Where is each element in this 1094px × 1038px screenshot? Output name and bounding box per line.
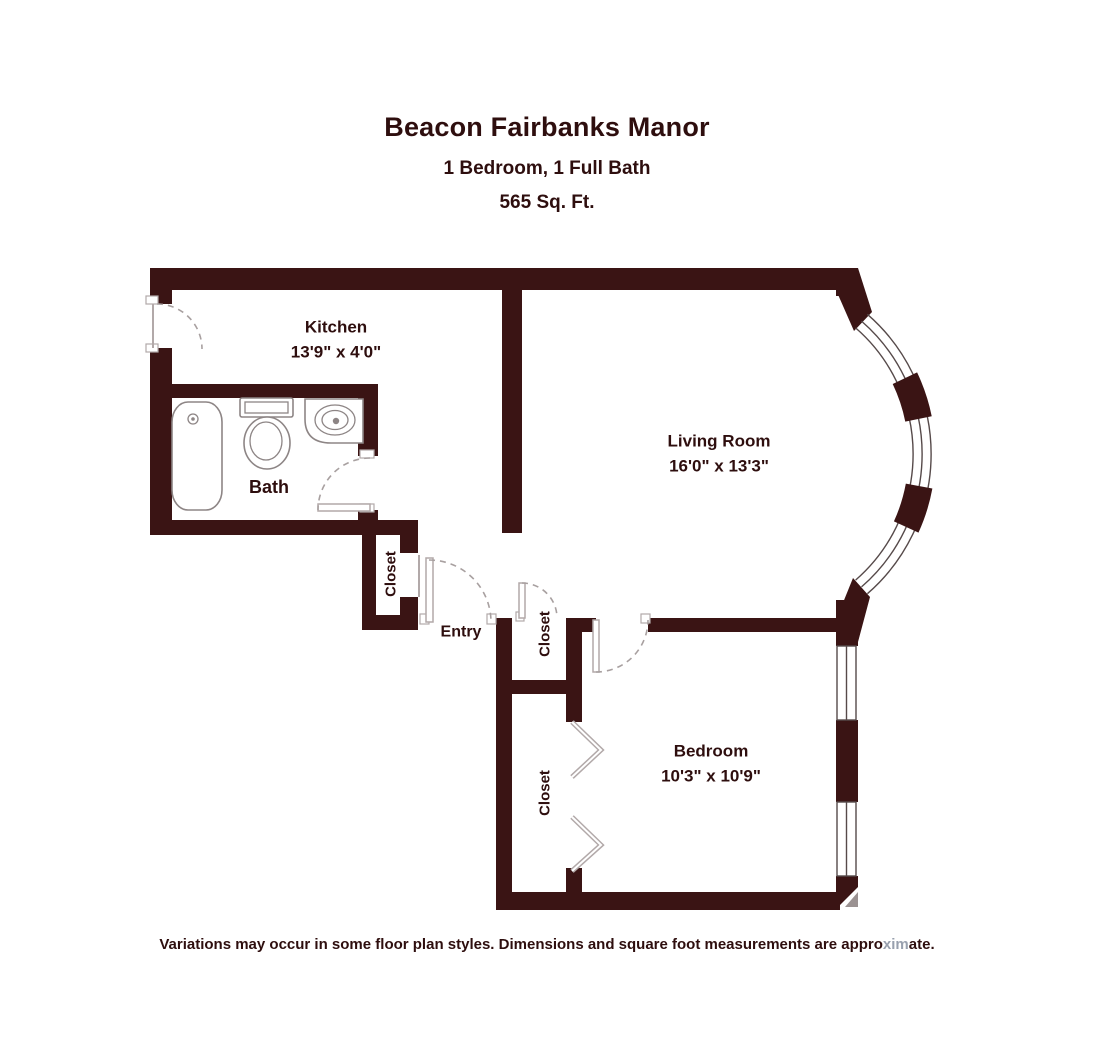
disclaimer: Variations may occur in some floor plan … [0, 936, 1094, 953]
kitchen-label: Kitchen [305, 318, 367, 337]
bifold-door-lower-inner [571, 816, 603, 872]
wall-top [150, 268, 857, 290]
wall-hall-closet-bottom [512, 680, 566, 694]
bedroom-door [592, 613, 651, 673]
bedroom-dimensions: 10'3" x 10'9" [661, 767, 761, 786]
hall-closet-door [515, 582, 558, 622]
bedroom-closet-label: Closet [537, 770, 554, 816]
living-room-dimensions: 16'0" x 13'3" [669, 457, 769, 476]
door-panel [317, 503, 371, 512]
wall-bedroom-right-bottom [836, 876, 858, 907]
wall-bath-bottom [150, 520, 418, 535]
wall-bedroom-bottom [503, 892, 840, 910]
door-jamb [359, 449, 375, 459]
toilet-tank-inner [244, 401, 289, 414]
wall-entry-closet-stub-top [400, 535, 418, 553]
bathtub-drain [187, 413, 199, 425]
page-area: 565 Sq. Ft. [499, 192, 595, 213]
door-swing-arc [428, 559, 492, 623]
sink [304, 398, 364, 444]
page-title: Beacon Fairbanks Manor [384, 112, 710, 142]
kitchen-entry-door [145, 295, 203, 353]
door-jamb [145, 295, 159, 305]
entry-door [419, 557, 497, 625]
door-swing-arc [156, 303, 203, 350]
page-subtitle: 1 Bedroom, 1 Full Bath [443, 158, 651, 179]
bathtub [171, 401, 223, 511]
sink-drain [332, 417, 340, 425]
kitchen-dimensions: 13'9" x 4'0" [291, 343, 381, 362]
hall-closet-label: Closet [537, 611, 554, 657]
wall-bedroom-top [648, 618, 838, 632]
wall-entry-closet-stub-bottom [400, 597, 418, 615]
entry-label: Entry [441, 624, 482, 641]
living-room-label: Living Room [668, 432, 771, 451]
door-panel [518, 582, 526, 619]
bath-label: Bath [249, 477, 289, 497]
room-labels: Kitchen 13'9" x 4'0" Living Room 16'0" x… [249, 318, 770, 816]
toilet [239, 397, 294, 470]
toilet-tank [239, 397, 294, 418]
bay-mullion-lower [893, 483, 933, 533]
walls [150, 268, 858, 910]
bay-window-glass-line [855, 327, 914, 581]
bay-connector-bottom [836, 578, 870, 642]
wall-closet-column-left [496, 618, 512, 910]
wall-left [150, 348, 172, 535]
disclaimer-text-end: ate. [908, 936, 935, 953]
door-panel [425, 557, 434, 623]
wall-bedroom-right-mid [836, 720, 858, 802]
door-swing-arc [317, 457, 371, 511]
door-jamb [486, 613, 497, 625]
door-jamb [640, 613, 651, 624]
wall-kitchen-bath [150, 384, 378, 398]
wall-entry-closet-bottom [362, 615, 418, 630]
door-swing-arc [521, 582, 558, 619]
bath-door [317, 449, 375, 513]
bay-window [836, 268, 933, 642]
toilet-bowl [243, 416, 291, 470]
bifold-doors [570, 720, 605, 873]
door-swing-arc [595, 619, 649, 673]
door-panel [592, 619, 600, 673]
bathtub-outline [171, 401, 223, 511]
bay-connector-top [836, 268, 872, 331]
bay-window-glass-line [861, 320, 923, 588]
bay-mullion-upper [892, 372, 932, 422]
bedroom-label: Bedroom [674, 742, 749, 761]
wall-hall-closet-right [566, 618, 582, 722]
disclaimer-text-faded: xim [882, 936, 909, 953]
toilet-bowl-inner [249, 421, 283, 461]
disclaimer-text-start: Variations may occur in some floor plan … [159, 936, 883, 953]
sink-basin-inner [321, 409, 349, 431]
wall-bedroom-closet-stub [566, 868, 582, 910]
entry-closet-label: Closet [383, 551, 400, 597]
bedroom-windows [836, 645, 857, 877]
bathtub-drain-dot [191, 417, 195, 421]
bifold-door-lower [570, 815, 605, 873]
bifold-door-upper [570, 720, 605, 779]
bifold-door-upper-inner [571, 721, 603, 778]
wall-kitchen-living [502, 290, 522, 533]
wall-entry-closet-left [362, 535, 376, 630]
sink-basin-outer [314, 404, 356, 436]
bay-window-glass-line [866, 313, 932, 595]
corner-shadow [845, 892, 858, 907]
